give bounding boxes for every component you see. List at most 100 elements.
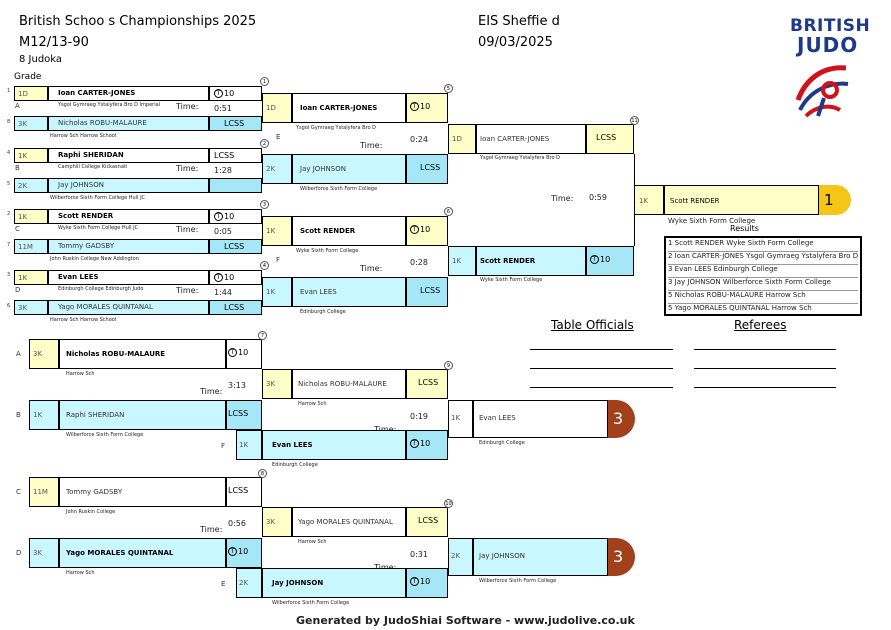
- fight-time: 1:44: [214, 288, 232, 297]
- ippon-icon: T: [228, 547, 237, 556]
- referee-line-3[interactable]: [694, 387, 836, 388]
- ippon-icon: T: [410, 225, 419, 234]
- competitor-club: Harrow Sch: [298, 539, 327, 545]
- winner-club: Wyke Sixth Form College: [668, 217, 756, 225]
- match-number: 6: [444, 207, 453, 216]
- ippon-icon: T: [214, 89, 223, 98]
- competitor-grade: 1D: [266, 104, 276, 112]
- competitor-club: Edinburgh College: [479, 440, 525, 446]
- name-box: [59, 400, 226, 430]
- name-box: [59, 339, 226, 369]
- referee-line-2[interactable]: [694, 368, 836, 369]
- competitor-score: 10: [420, 439, 431, 448]
- name-box: [59, 477, 226, 507]
- competitor-name: Raphi SHERIDAN: [58, 151, 124, 159]
- competitor-grade: 1K: [266, 288, 276, 296]
- competitor-score: LCSS: [420, 163, 441, 172]
- competitor-name: Jay JOHNSON: [300, 165, 346, 173]
- name-box: [48, 239, 209, 254]
- footer-credit: Generated by JudoShiai Software - www.ju…: [296, 614, 635, 627]
- competitor-club: Ysgol Gymraeg Ystalyfera Bro D Imperial: [58, 102, 161, 108]
- pool-letter: B: [15, 164, 20, 172]
- table-official-line-2[interactable]: [530, 368, 673, 369]
- name-box: [292, 93, 406, 123]
- competitor-grade: 3K: [266, 518, 276, 526]
- grade-box: [14, 86, 48, 101]
- score-box: [226, 477, 262, 507]
- competitor-name: Tommy GADSBY: [66, 488, 123, 496]
- competitor-club: John Ruskin College: [66, 509, 116, 515]
- judoka-count: 8 Judoka: [19, 54, 63, 65]
- fight-time: 0:05: [214, 227, 232, 236]
- table-official-line-1[interactable]: [530, 349, 673, 350]
- time-label: Time:: [374, 425, 396, 434]
- ippon-icon: T: [214, 273, 223, 282]
- competitor-name: Evan LEES: [300, 288, 337, 296]
- referee-line-1[interactable]: [694, 349, 836, 350]
- match-number: 3: [260, 200, 269, 209]
- competitor-club: Wilberforce Sixth Form College: [300, 186, 378, 192]
- bronze-medal-badge: 3: [608, 538, 635, 576]
- ippon-icon: T: [228, 348, 237, 357]
- time-label: Time:: [176, 225, 199, 234]
- competitor-score: LCSS: [228, 486, 249, 495]
- competitor-grade: 3K: [266, 380, 276, 388]
- competitor-club: Camphill College Kickasnati: [58, 164, 128, 170]
- seed-number: 7: [7, 242, 11, 248]
- fight-time: 0:24: [410, 135, 428, 144]
- competitor-score-wrap: LCSS: [224, 119, 244, 128]
- fight-time: 0:51: [214, 104, 232, 113]
- competitor-name: Scott RENDER: [480, 257, 536, 265]
- competitor-name: Tommy GADSBY: [58, 242, 115, 250]
- match-number: 10: [444, 499, 453, 508]
- fight-time: 0:19: [410, 412, 428, 421]
- competitor-score: 10: [224, 273, 235, 282]
- grade-box: [236, 568, 262, 598]
- grade-box: [262, 369, 292, 399]
- grade-box: [448, 400, 473, 438]
- competitor-grade: 1D: [18, 90, 28, 98]
- competitor-club: Harrow Sch: [298, 401, 327, 407]
- venue-label: EIS Sheffie d: [478, 14, 560, 29]
- pool-letter: D: [16, 549, 22, 557]
- name-box: [48, 300, 209, 315]
- grade-box: [14, 239, 48, 254]
- competitor-club: Edinburgh College: [272, 462, 318, 468]
- table-official-line-3[interactable]: [530, 387, 673, 388]
- grade-box: [262, 154, 292, 184]
- time-label: Time:: [176, 286, 199, 295]
- logo-text-judo: JUDO: [797, 33, 859, 57]
- competitor-grade: 1K: [18, 213, 28, 221]
- pool-letter: E: [276, 133, 281, 141]
- name-box: [473, 400, 608, 438]
- name-box: [48, 148, 209, 163]
- fight-time: 0:59: [589, 193, 607, 202]
- competitor-grade: 11M: [33, 488, 48, 496]
- date-label: 09/03/2025: [478, 35, 553, 50]
- grade-heading: Grade: [14, 72, 42, 82]
- winner-name-box: Scott RENDER: [664, 185, 819, 215]
- ippon-icon: T: [410, 577, 419, 586]
- grade-box: [262, 507, 292, 537]
- competitor-score: LCSS: [224, 242, 245, 251]
- competitor-score: 10: [224, 89, 235, 98]
- competitor-score: 10: [238, 547, 249, 556]
- competitor-grade: 1K: [451, 414, 461, 422]
- grade-box: [29, 339, 59, 369]
- competitor-grade: 3K: [33, 350, 43, 358]
- time-label: Time:: [200, 387, 223, 396]
- time-label: Time:: [551, 194, 574, 203]
- competitor-name: Yago MORALES QUINTANAL: [298, 518, 393, 526]
- score-box: [406, 369, 448, 399]
- score-box: [209, 148, 262, 163]
- bronze-place-number: 3: [613, 547, 624, 566]
- name-box: [476, 124, 586, 154]
- score-box: [406, 154, 448, 184]
- score-box: [209, 86, 262, 101]
- competitor-score-wrap: LCSS: [224, 303, 244, 312]
- pool-letter: E: [221, 580, 226, 588]
